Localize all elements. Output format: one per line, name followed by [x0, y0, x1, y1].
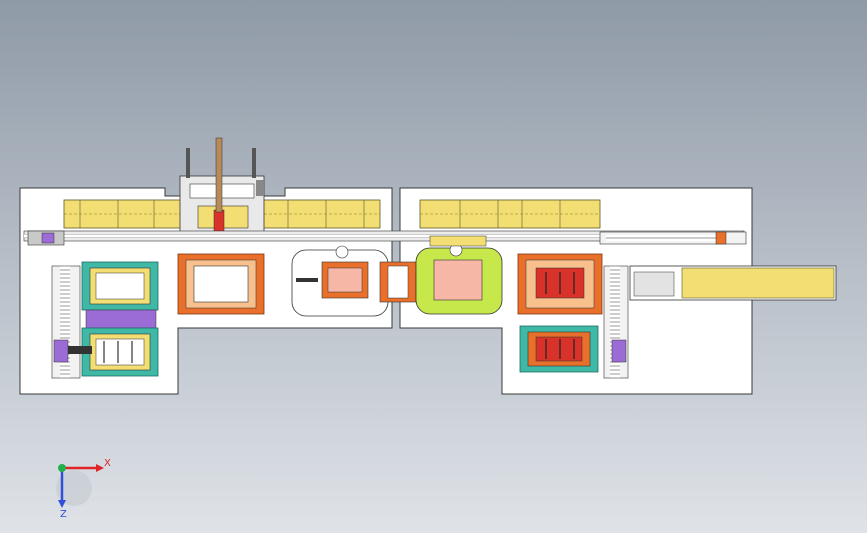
center-divider-block[interactable]	[379, 261, 417, 303]
left-lower-fixture[interactable]	[68, 327, 159, 377]
coordinate-triad: X Z	[56, 458, 111, 520]
center-station-b[interactable]	[415, 235, 503, 315]
right-vertical-module[interactable]	[603, 265, 629, 379]
orange-station-left[interactable]	[177, 253, 265, 315]
center-station-a[interactable]	[291, 245, 389, 317]
left-vertical-module[interactable]	[51, 265, 81, 379]
right-lower-fixture[interactable]	[519, 325, 599, 373]
x-axis-label: X	[104, 458, 111, 469]
outfeed-conveyor[interactable]	[629, 265, 837, 301]
right-feeder-conveyor[interactable]	[599, 231, 747, 245]
orange-station-right[interactable]	[517, 253, 603, 315]
right-tray-magazine[interactable]	[419, 199, 601, 229]
origin-point	[58, 464, 66, 472]
main-linear-rail[interactable]	[23, 230, 745, 246]
z-axis-arrow-head	[58, 500, 66, 508]
x-axis-arrow-head	[96, 464, 104, 472]
z-axis-label: Z	[60, 509, 67, 520]
left-upper-fixture[interactable]	[81, 261, 159, 329]
